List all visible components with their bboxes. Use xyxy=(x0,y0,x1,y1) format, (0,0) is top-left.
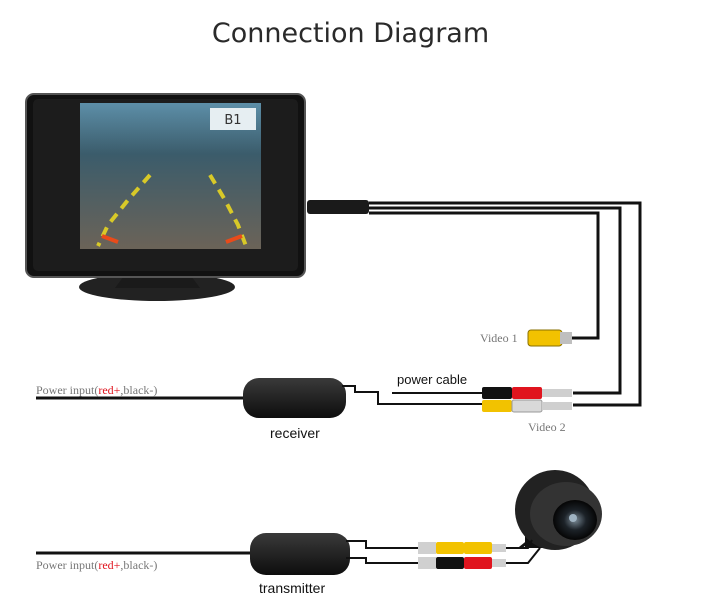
transmitter-label: transmitter xyxy=(259,580,326,596)
transmitter-module xyxy=(36,533,541,575)
video2-label: Video 2 xyxy=(528,420,566,434)
rca-yellow-connector xyxy=(482,400,512,412)
guide-line-right xyxy=(208,173,248,247)
receiver-antenna-wire xyxy=(342,385,392,405)
power-input-black: black- xyxy=(123,383,154,397)
screen-badge-box xyxy=(210,108,256,130)
video1-label: Video 1 xyxy=(480,331,518,345)
power-input-prefix: Power input( xyxy=(36,383,99,397)
monitor-cable-plug xyxy=(307,200,369,214)
receiver-module xyxy=(36,378,572,418)
receiver-body xyxy=(243,378,346,418)
guide-red-left xyxy=(101,234,119,244)
power-input-label-transmitter: Power input(red+,black-) xyxy=(36,558,157,573)
power-input-sep: , xyxy=(120,383,124,397)
monitor: B1 xyxy=(25,93,369,301)
screen-badge: B1 xyxy=(224,113,241,128)
power-input-prefix: Power input( xyxy=(36,558,99,572)
power-input-black: black- xyxy=(123,558,154,572)
power-input-red: red+ xyxy=(98,383,121,397)
power-input-suffix: ) xyxy=(153,558,158,572)
guide-red-right xyxy=(225,234,243,244)
rca-black-connector xyxy=(482,387,512,399)
transmitter-body xyxy=(250,533,350,575)
video1-connector xyxy=(527,329,572,347)
cable-video2 xyxy=(369,201,642,407)
power-cable-label: power cable xyxy=(397,372,468,387)
rca-red-connector xyxy=(512,387,542,399)
rca-white-connector xyxy=(511,399,543,413)
cable-power xyxy=(369,206,622,395)
cable-video1 xyxy=(369,211,600,340)
camera xyxy=(515,470,602,550)
power-input-sep: , xyxy=(120,558,124,572)
power-input-label-receiver: Power input(red+,black-) xyxy=(36,383,157,398)
page-title: Connection Diagram xyxy=(211,18,490,49)
power-input-suffix: ) xyxy=(153,383,158,397)
power-input-red: red+ xyxy=(98,558,121,572)
receiver-label: receiver xyxy=(270,425,320,441)
monitor-cable-bundle xyxy=(369,201,642,407)
